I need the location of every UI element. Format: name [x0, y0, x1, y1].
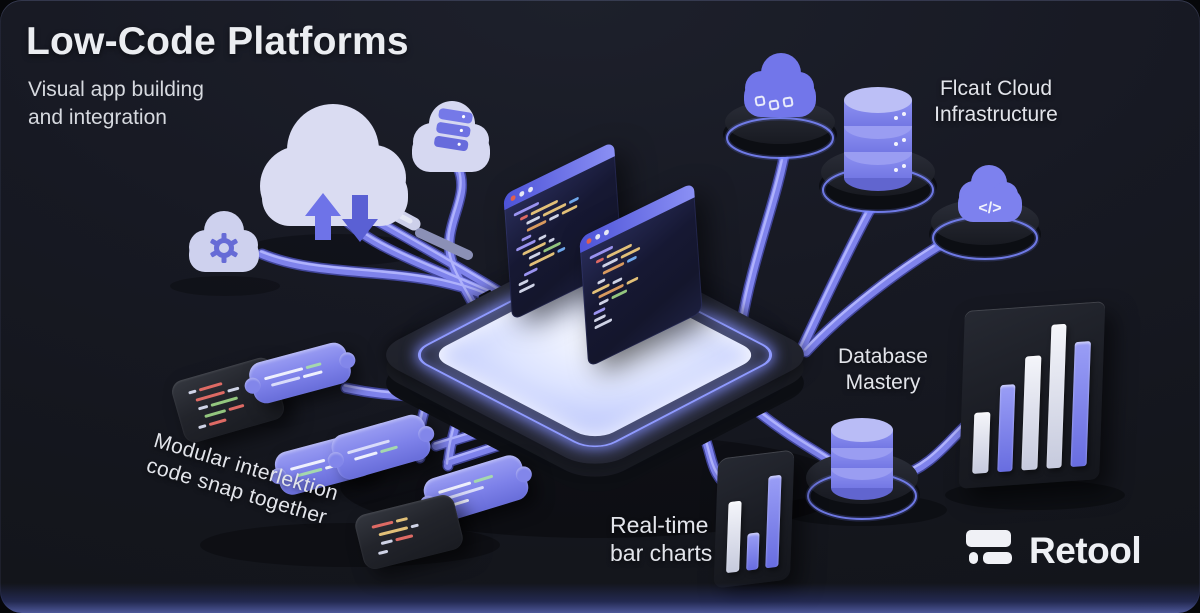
label-line: Infrastructure — [934, 102, 1058, 126]
code-line — [377, 535, 447, 556]
label-realtime-bar-charts: Real-time bar charts — [610, 511, 712, 567]
bar-2 — [745, 531, 760, 571]
dots-glyph — [754, 95, 794, 111]
database-stack-bottom-icon — [831, 418, 893, 500]
retool-logo: Retool — [966, 530, 1142, 572]
maximize-dot-icon — [603, 228, 610, 237]
bar-3 — [765, 475, 782, 569]
retool-wordmark: Retool — [1029, 530, 1142, 571]
close-dot-icon — [586, 237, 592, 245]
logo-bar — [969, 552, 978, 564]
db-glyph — [434, 108, 473, 152]
bar-3 — [1021, 355, 1042, 471]
arrow-down-icon — [342, 195, 378, 242]
gear-icon — [210, 233, 238, 263]
logo-bar — [966, 530, 1011, 547]
arrow-up-icon — [305, 193, 341, 240]
database-stack-icon — [844, 87, 912, 191]
bars — [726, 463, 782, 574]
bar-2 — [996, 384, 1016, 473]
cloud-gear-icon — [189, 211, 259, 272]
cloud-database-icon — [412, 101, 490, 172]
maximize-dot-icon — [527, 185, 534, 194]
cloud-sync-icon — [260, 104, 408, 242]
bar-1 — [726, 500, 742, 574]
label-database-mastery: Database Mastery — [820, 344, 946, 395]
close-dot-icon — [510, 194, 516, 202]
bars — [972, 314, 1092, 474]
logo-bar — [983, 552, 1012, 564]
label-line: Flcaıt Cloud — [939, 77, 1053, 100]
bar-chart-panel — [958, 301, 1106, 489]
label-line: Database — [838, 345, 928, 368]
label-cloud-infrastructure: Flcaıt Cloud Infrastructure — [898, 76, 1094, 127]
minimize-dot-icon — [595, 233, 601, 241]
bar-chart-tablet — [713, 449, 795, 589]
label-line: bar charts — [610, 540, 713, 567]
page-subtitle: Visual app building and integration — [28, 76, 204, 133]
cloud-code-icon: </> — [958, 165, 1022, 222]
bar-1 — [972, 412, 990, 474]
label-line: Mastery — [845, 370, 921, 394]
label-line: Real-time — [610, 512, 709, 538]
subtitle-line-2: and integration — [28, 106, 167, 130]
retool-logo-icon — [966, 530, 1014, 572]
bar-4 — [1046, 323, 1067, 469]
minimize-dot-icon — [519, 190, 525, 198]
page-title: Low-Code Platforms — [26, 20, 409, 63]
bar-5 — [1070, 341, 1091, 468]
cloud-apps-icon — [744, 53, 816, 117]
subtitle-line-1: Visual app building — [28, 78, 204, 101]
code-brackets-glyph: </> — [978, 200, 1001, 217]
